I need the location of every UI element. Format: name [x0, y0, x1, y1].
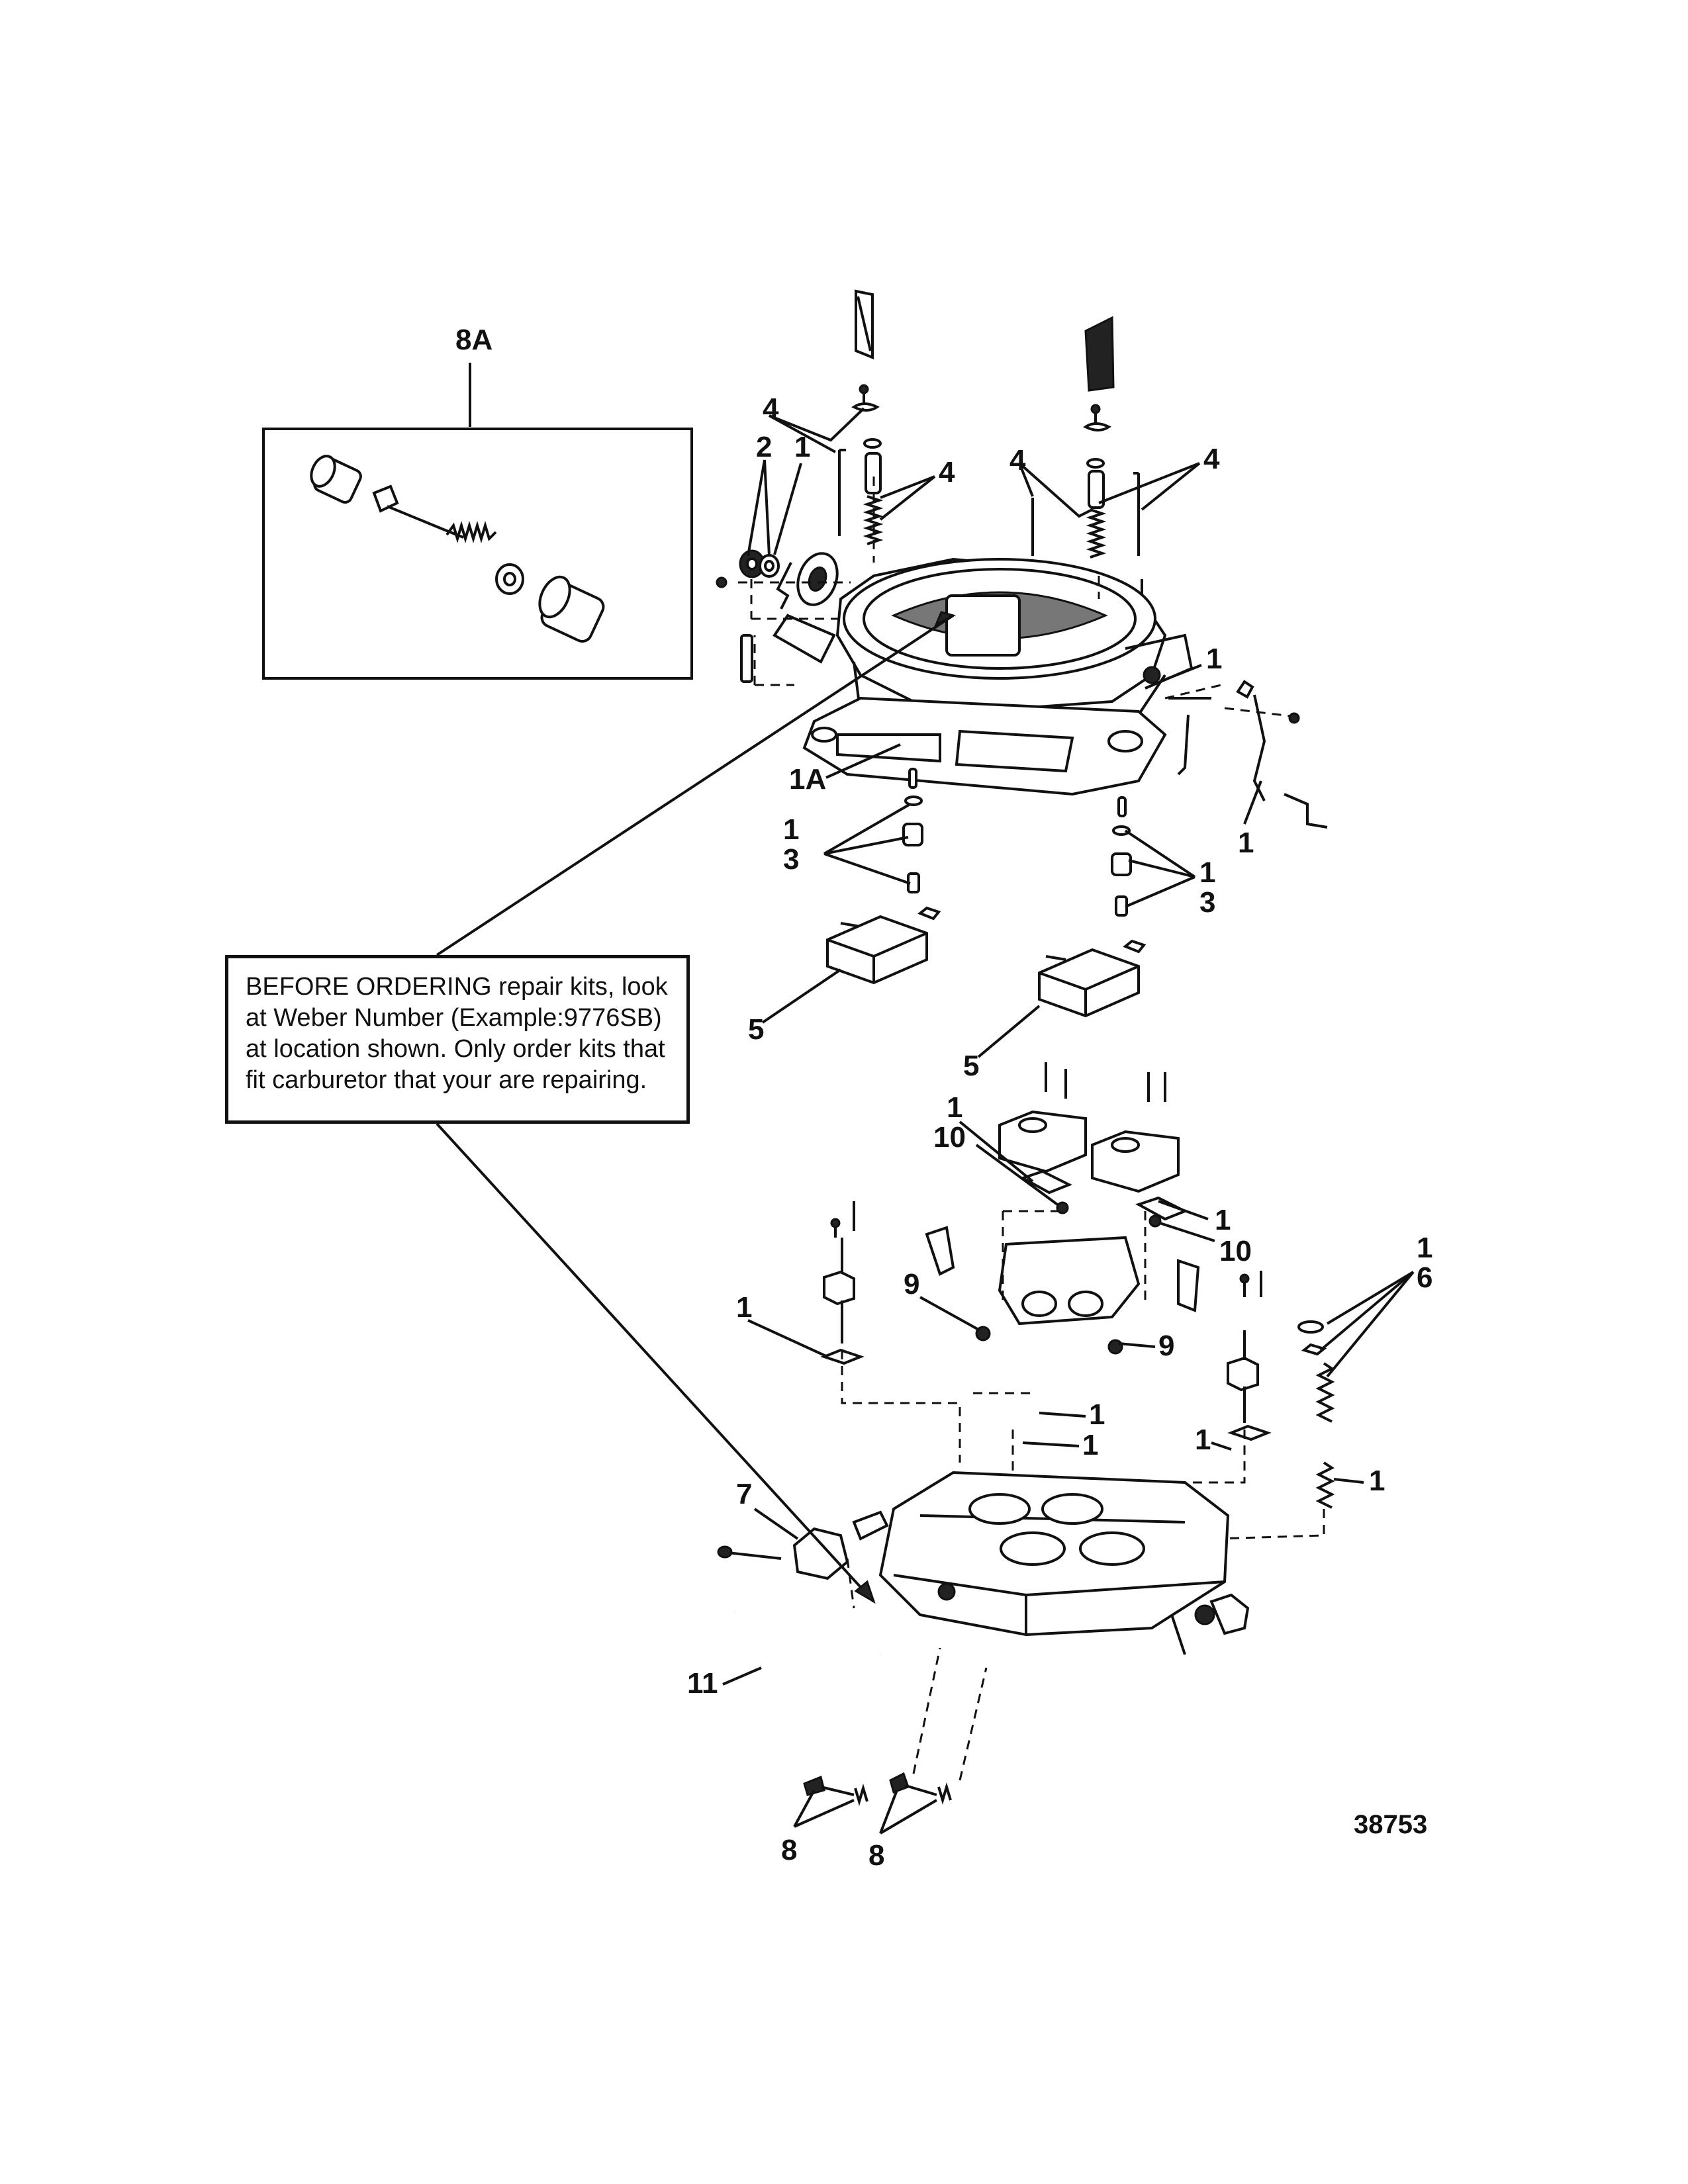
label-1: 1 — [1199, 856, 1215, 889]
label-1a: 1A — [789, 763, 826, 796]
ordering-note-line2: at Weber Number (Example:9776SB) — [246, 1004, 662, 1032]
step-up-piston-right — [1086, 458, 1107, 559]
figure-number: 38753 — [1354, 1810, 1427, 1839]
inset-needle-screw — [372, 484, 464, 539]
label-9: 9 — [904, 1268, 919, 1300]
ordering-note: BEFORE ORDERING repair kits, look at Web… — [225, 955, 690, 1124]
air-horn-gasket — [802, 696, 1167, 796]
ordering-note-line1: repair kits, look — [491, 973, 668, 1001]
label-3: 3 — [1199, 886, 1215, 919]
label-2: 2 — [756, 431, 772, 463]
throttle-body-assembly — [717, 1062, 1335, 1806]
label-8: 8 — [868, 1839, 884, 1872]
label-11: 11 — [687, 1667, 718, 1700]
inset-sleeve-left — [310, 455, 362, 504]
inset-spring — [445, 521, 497, 543]
float-right — [1038, 948, 1140, 1018]
ordering-note-lead: BEFORE ORDERING — [246, 973, 492, 1001]
label-1: 1 — [1195, 1424, 1211, 1456]
label-1: 1 — [1215, 1204, 1231, 1236]
ordering-note-line3: at location shown. Only order kits that — [246, 1035, 665, 1063]
label-5: 5 — [963, 1050, 979, 1082]
air-horn-assembly — [716, 289, 1328, 829]
label-4: 4 — [939, 456, 955, 488]
label-7: 7 — [736, 1478, 752, 1510]
label-1: 1 — [947, 1091, 962, 1124]
label-1: 1 — [794, 431, 810, 463]
label-1: 1 — [1082, 1429, 1098, 1461]
label-4: 4 — [1203, 443, 1220, 475]
part-labels: 4 4 4 4 2 1 1 1A 1 1 3 1 3 5 5 1 10 1 10… — [687, 392, 1432, 1872]
label-4: 4 — [763, 392, 779, 425]
idle-screw-left — [803, 1775, 868, 1806]
label-1: 1 — [1417, 1232, 1432, 1264]
choke-plate-right — [1084, 316, 1115, 392]
label-8: 8 — [781, 1834, 797, 1866]
float-assemblies — [826, 768, 1147, 1018]
label-10: 10 — [1219, 1235, 1252, 1267]
label-6: 6 — [1417, 1261, 1432, 1294]
label-3: 3 — [783, 843, 799, 876]
callout-lines — [436, 611, 956, 1604]
step-up-piston-left — [863, 438, 884, 545]
label-1: 1 — [1238, 827, 1254, 859]
label-10: 10 — [933, 1121, 966, 1154]
label-1: 1 — [783, 813, 799, 846]
leader-lines — [722, 407, 1415, 1835]
inset-label: 8A — [455, 324, 492, 356]
label-4: 4 — [1009, 444, 1026, 477]
label-1: 1 — [1369, 1465, 1385, 1497]
float-left — [826, 915, 928, 985]
inset-8a: 8A — [262, 324, 693, 680]
ordering-note-line4: fit carburetor that your are repairing. — [246, 1066, 647, 1094]
label-1: 1 — [1089, 1398, 1105, 1431]
idle-screw-right — [889, 1772, 952, 1805]
inset-washer — [495, 563, 524, 595]
inset-sleeve-right — [538, 575, 605, 643]
label-9: 9 — [1158, 1330, 1174, 1362]
label-5: 5 — [748, 1013, 764, 1046]
label-1: 1 — [736, 1291, 752, 1324]
label-1: 1 — [1206, 643, 1222, 675]
